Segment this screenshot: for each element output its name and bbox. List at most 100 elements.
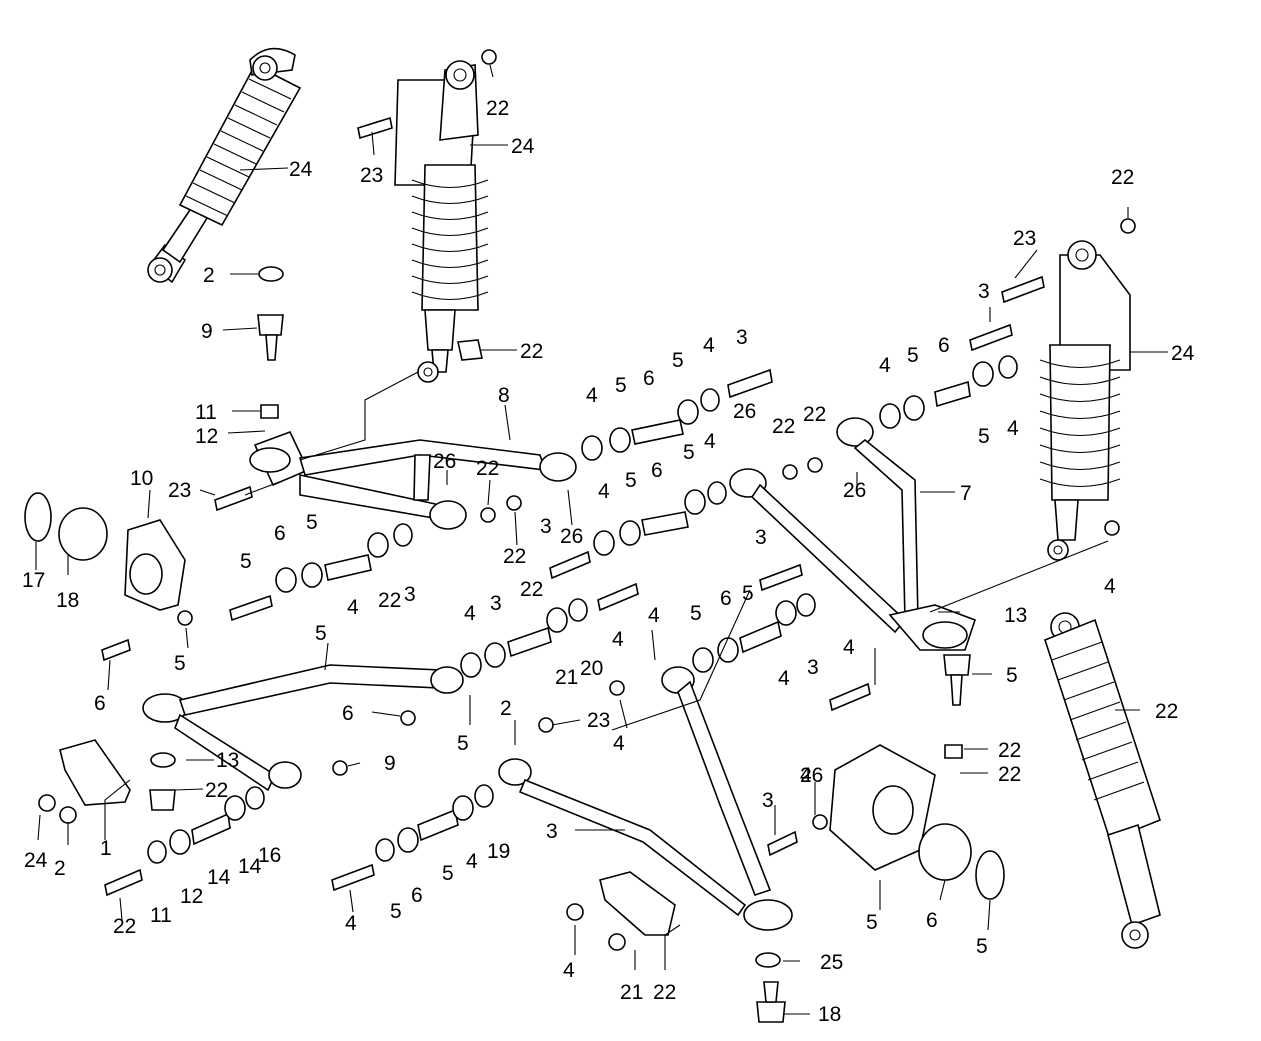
callout-25: 5: [866, 911, 878, 934]
leader-lines: [35, 64, 1168, 1015]
callout-9a: 9: [201, 320, 213, 343]
callout-14b: 2: [54, 857, 66, 880]
callout-5o: 12: [180, 885, 203, 908]
callout-26a: 26: [433, 450, 456, 473]
callout-3i: 4: [345, 912, 357, 935]
callout-6c: 6: [651, 459, 663, 482]
lower-a-arm-left: [142, 664, 464, 792]
callout-12a: 12: [195, 425, 218, 448]
callout-21a: 6: [94, 692, 106, 715]
callout-22a: 22: [486, 97, 509, 120]
shock-absorber-top-center: [394, 60, 489, 383]
callout-3e: 5: [240, 550, 252, 573]
callout-13b: 5: [457, 732, 469, 755]
callout-14d: 21: [620, 981, 643, 1004]
callout-22c: 22: [520, 340, 543, 363]
callout-5f: 5: [683, 441, 695, 464]
callout-15: 22: [653, 981, 676, 1004]
callout-4d: 4: [1007, 417, 1019, 440]
callout-4p: 16: [258, 844, 281, 867]
shock-absorber-right: [1039, 240, 1131, 561]
callout-4k: 4: [464, 602, 476, 625]
callout-22e: 22: [772, 415, 795, 438]
callout-5l: 21: [555, 666, 578, 689]
callout-6a: 6: [643, 367, 655, 390]
callout-3f: 4: [612, 628, 624, 651]
callout-4b: 4: [703, 334, 715, 357]
callout-5k: 3: [490, 592, 502, 615]
callout-4n: 3: [807, 656, 819, 679]
callout-11b: 22: [998, 739, 1021, 762]
callout-7: 7: [960, 482, 972, 505]
callout-9b: 5: [1006, 664, 1018, 687]
callout-26b: 26: [733, 400, 756, 423]
callout-22n: 26: [800, 764, 823, 787]
callout-2c: 13: [216, 749, 239, 772]
callout-26d: 26: [560, 525, 583, 548]
callout-23a: 23: [360, 164, 383, 187]
callout-16: 1: [100, 837, 112, 860]
callout-2d: 25: [820, 951, 843, 974]
callout-5m: 6: [720, 587, 732, 610]
callout-6e: 4: [347, 596, 359, 619]
callout-8: 8: [498, 384, 510, 407]
callout-3b: 3: [736, 326, 748, 349]
callout-4j: 3: [404, 583, 416, 606]
callout-24a: 24: [289, 158, 313, 181]
steering-knuckle-right: [829, 744, 1005, 900]
callout-6i: 5: [442, 862, 454, 885]
callout-11a: 11: [195, 401, 217, 424]
callout-5e: 5: [625, 469, 637, 492]
callout-4r: 19: [487, 840, 510, 863]
callout-4e: 4: [598, 480, 610, 503]
callout-22d: 22: [476, 457, 499, 480]
callout-4f: 4: [704, 430, 716, 453]
callout-4a: 4: [586, 384, 598, 407]
callout-5p: 14: [238, 855, 262, 878]
callout-22g: 22: [503, 545, 526, 568]
callout-23c: 23: [168, 479, 191, 502]
callout-17a: 17: [22, 569, 45, 592]
callout-4c: 4: [879, 354, 891, 377]
upper-a-arm-left: [249, 430, 577, 530]
callout-12b: 22: [998, 763, 1021, 786]
shock-absorber-bottom-right: [1044, 612, 1161, 949]
callout-5i: 5: [306, 511, 318, 534]
lower-a-arm-right: [498, 666, 793, 931]
callout-22f: 22: [803, 403, 826, 426]
callout-22i: 5: [174, 652, 186, 675]
callout-20: 5: [315, 622, 327, 645]
callout-5j: 22: [378, 589, 401, 612]
callout-4o: 11: [150, 904, 172, 927]
callout-labels: 24 22 24 23 22 23 3 24 2 9 22 11 12 8 4 …: [22, 97, 1195, 1026]
hardware: [38, 49, 1136, 1023]
callout-3a: 3: [978, 280, 990, 303]
callout-26c: 26: [843, 479, 866, 502]
callout-14c: 4: [563, 959, 575, 982]
callout-4q: 5: [390, 900, 402, 923]
skid-plate-15: [599, 871, 676, 936]
callout-22k: 4: [613, 732, 625, 755]
callout-22b: 22: [1111, 166, 1134, 189]
callout-6g: 5: [742, 582, 754, 605]
callout-6b: 6: [938, 334, 950, 357]
callout-22j: 6: [342, 702, 354, 725]
callout-24c: 24: [1171, 342, 1195, 365]
callout-5n: 4: [778, 667, 790, 690]
callout-1a: 22: [205, 779, 228, 802]
callout-22m: 9: [384, 752, 396, 775]
callout-5d: 5: [978, 425, 990, 448]
callout-5c: 5: [907, 344, 919, 367]
callout-18b: 6: [926, 909, 938, 932]
callout-4i: 6: [274, 522, 286, 545]
upper-a-arm-right: [729, 417, 977, 651]
callout-17b: 5: [976, 935, 988, 958]
callout-3d: 3: [755, 526, 767, 549]
callout-26e: 2: [500, 697, 512, 720]
callout-5q: 6: [411, 884, 423, 907]
callout-5b: 5: [672, 349, 684, 372]
callout-5r: 4: [466, 850, 478, 873]
callout-2b: 13: [1004, 604, 1027, 627]
callout-3h: 22: [113, 915, 136, 938]
